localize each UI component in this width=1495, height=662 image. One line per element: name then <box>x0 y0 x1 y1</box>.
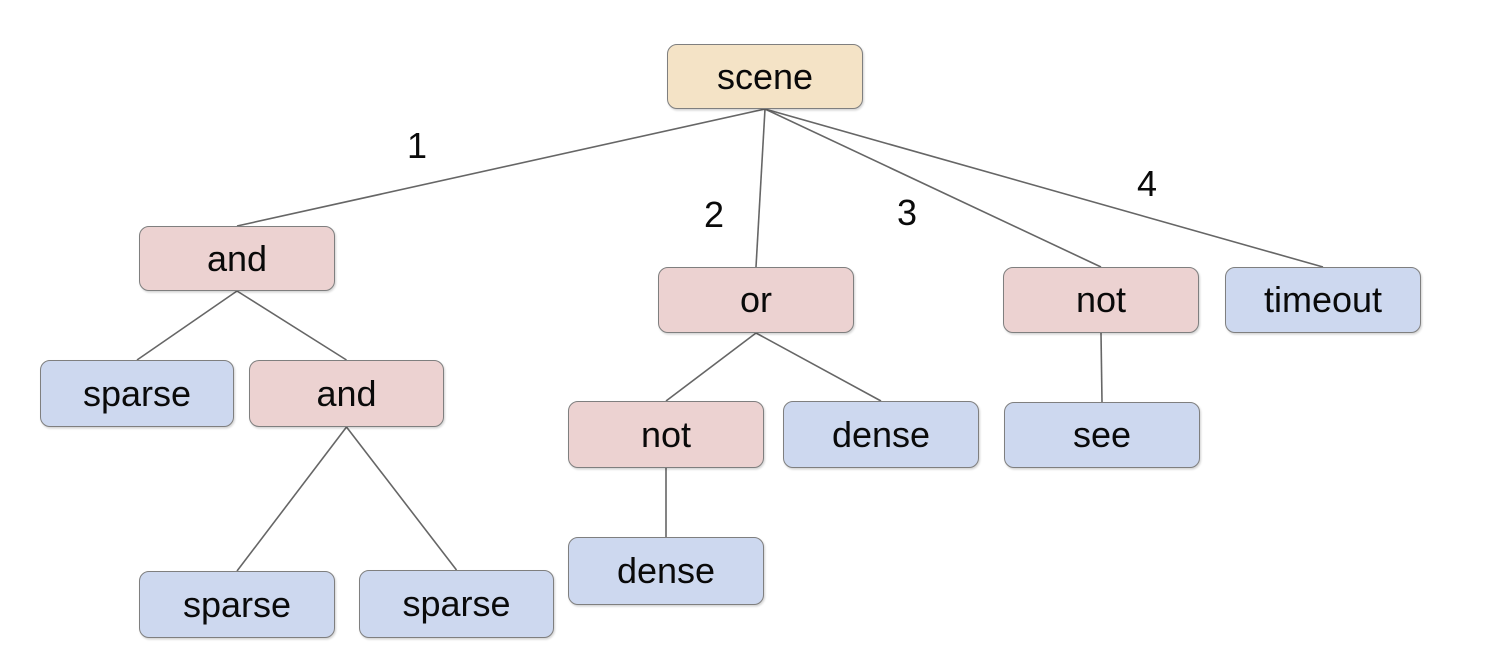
tree-edge-scene-not1 <box>764 108 1102 268</box>
tree-node-or: or <box>658 267 854 333</box>
tree-node-timeout: timeout <box>1225 267 1421 333</box>
tree-node-sparse: sparse <box>359 570 554 638</box>
tree-edge-and1-sparse1 <box>136 290 238 361</box>
tree-node-scene: scene <box>667 44 863 109</box>
tree-node-sparse: sparse <box>139 571 335 638</box>
tree-edge-and2-sparse2 <box>236 426 348 572</box>
edge-label-4: 4 <box>1136 163 1158 204</box>
edge-label-3: 3 <box>896 192 918 233</box>
tree-node-sparse: sparse <box>40 360 234 427</box>
tree-node-see: see <box>1004 402 1200 468</box>
tree-node-dense: dense <box>568 537 764 605</box>
tree-node-and: and <box>139 226 335 291</box>
tree-node-not: not <box>1003 267 1199 333</box>
tree-edge-and1-and2 <box>236 290 347 361</box>
tree-node-not: not <box>568 401 764 468</box>
edge-label-1: 1 <box>406 125 428 166</box>
tree-edge-scene-timeout1 <box>764 108 1324 268</box>
tree-edge-not1-see1 <box>1100 332 1103 403</box>
tree-edge-scene-and1 <box>236 108 766 227</box>
tree-edge-and2-sparse3 <box>345 426 458 571</box>
tree-edge-or1-dense1 <box>755 332 882 402</box>
tree-node-dense: dense <box>783 401 979 468</box>
tree-node-and: and <box>249 360 444 427</box>
tree-edge-scene-or1 <box>755 108 766 268</box>
tree-edge-or1-not2 <box>665 332 757 402</box>
edge-label-2: 2 <box>703 194 725 235</box>
